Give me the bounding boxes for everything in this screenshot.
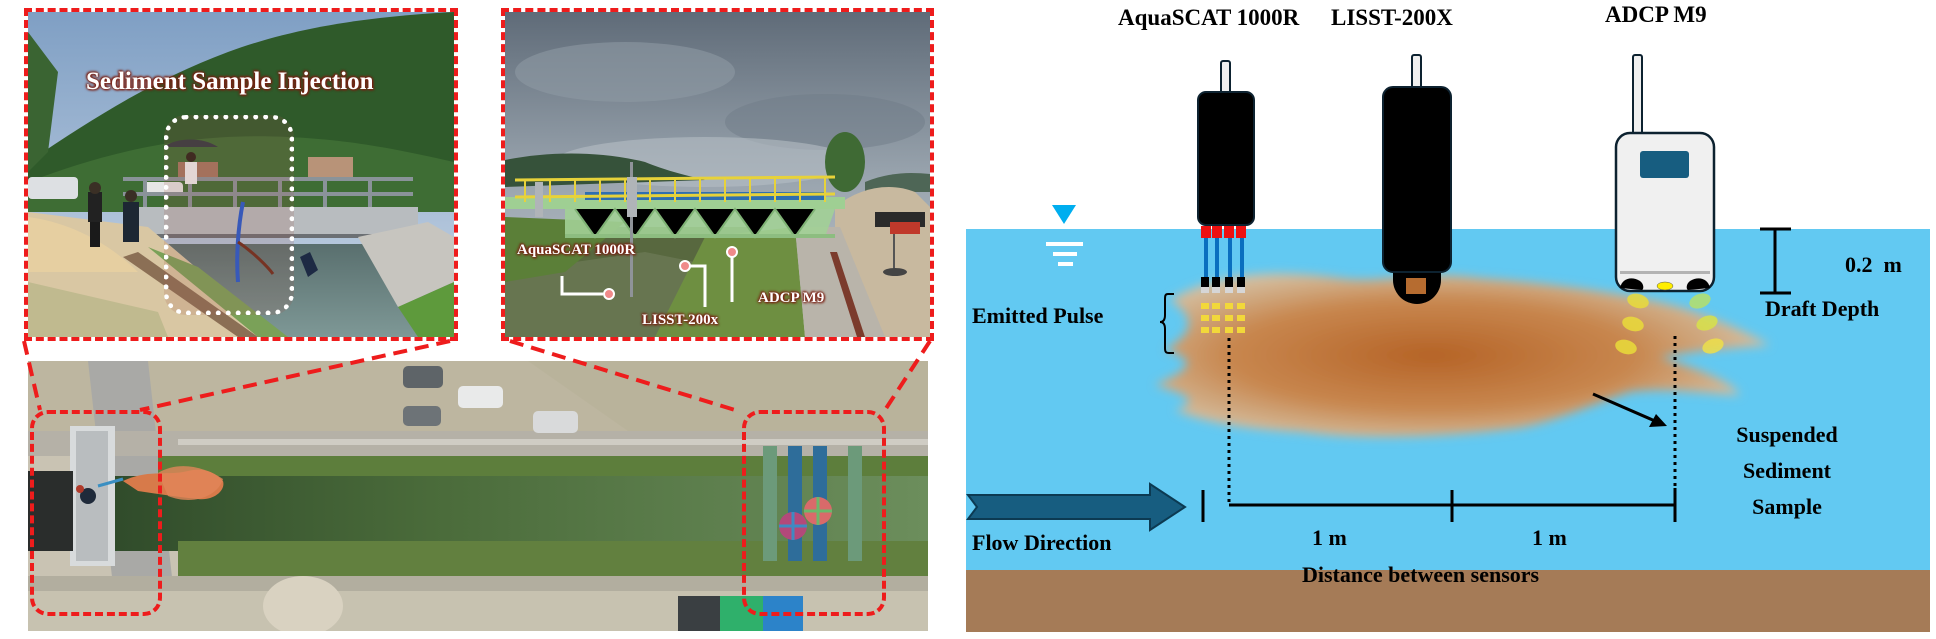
lisst-title: LISST-200X [1331, 5, 1453, 30]
adcp-title: ADCP M9 [1605, 2, 1707, 27]
spacing-label-1: 1 m [1312, 525, 1347, 550]
distance-between-sensors-label: Distance between sensors [1302, 562, 1540, 587]
emitted-pulse-label: Emitted Pulse [972, 303, 1104, 328]
lisst-photo-label: LISST-200x [642, 312, 719, 328]
aquascat-title: AquaSCAT 1000R [1118, 5, 1300, 30]
emitted-pulse-bracket [1159, 293, 1174, 354]
draft-depth-label: Draft Depth [1765, 296, 1880, 321]
flow-direction-label: Flow Direction [972, 530, 1112, 555]
sediment-plume [1155, 273, 1770, 437]
flow-direction-arrow [966, 482, 1187, 532]
adcp-probe-icon [1614, 54, 1716, 293]
lisst-probe-icon [1382, 54, 1452, 304]
injection-photo-frame [24, 8, 458, 341]
suspended-sediment-arrow [1592, 392, 1667, 427]
injection-site-box [30, 410, 162, 616]
adcp-callout-dot [726, 246, 738, 258]
spacing-label-2: 1 m [1532, 525, 1567, 550]
lisst-callout-dot [679, 260, 691, 272]
adcp-photo-label: ADCP M9 [758, 290, 825, 306]
injection-photo-scene [28, 12, 454, 337]
sensor-photo-frame [501, 8, 934, 341]
suspended-sediment-label-2: Sediment [1743, 458, 1831, 483]
injection-photo: Sediment Sample Injection [28, 12, 454, 337]
aquascat-probe-icon [1197, 60, 1255, 293]
aquascat-photo-label: AquaSCAT 1000R [517, 242, 636, 258]
sensor-callouts [560, 246, 738, 307]
aquascat-callout-line [560, 276, 603, 296]
adcp-screen [1640, 151, 1689, 178]
draft-depth-bar [1760, 227, 1791, 295]
sensor-schematic [966, 54, 1930, 632]
river-bed [966, 570, 1930, 632]
sensor-photo: AquaSCAT 1000R LISST-200x ADCP M9 [505, 12, 930, 337]
injection-highlight-box [164, 115, 294, 315]
adcp-beams-icon [1615, 293, 1724, 355]
measurement-site-box [742, 410, 886, 616]
aerial-photo [28, 361, 928, 631]
emitted-pulse-icon [1201, 303, 1245, 333]
sensor-photo-scene [505, 12, 930, 337]
distance-scale [1201, 488, 1677, 522]
suspended-sediment-label-3: Sample [1752, 494, 1822, 519]
draft-depth-value: 0.2 m [1845, 252, 1902, 277]
aquascat-callout-dot [603, 288, 615, 300]
injection-photo-label: Sediment Sample Injection [86, 68, 374, 95]
water-surface-icon [1046, 205, 1083, 266]
suspended-sediment-label-1: Suspended [1736, 422, 1838, 447]
